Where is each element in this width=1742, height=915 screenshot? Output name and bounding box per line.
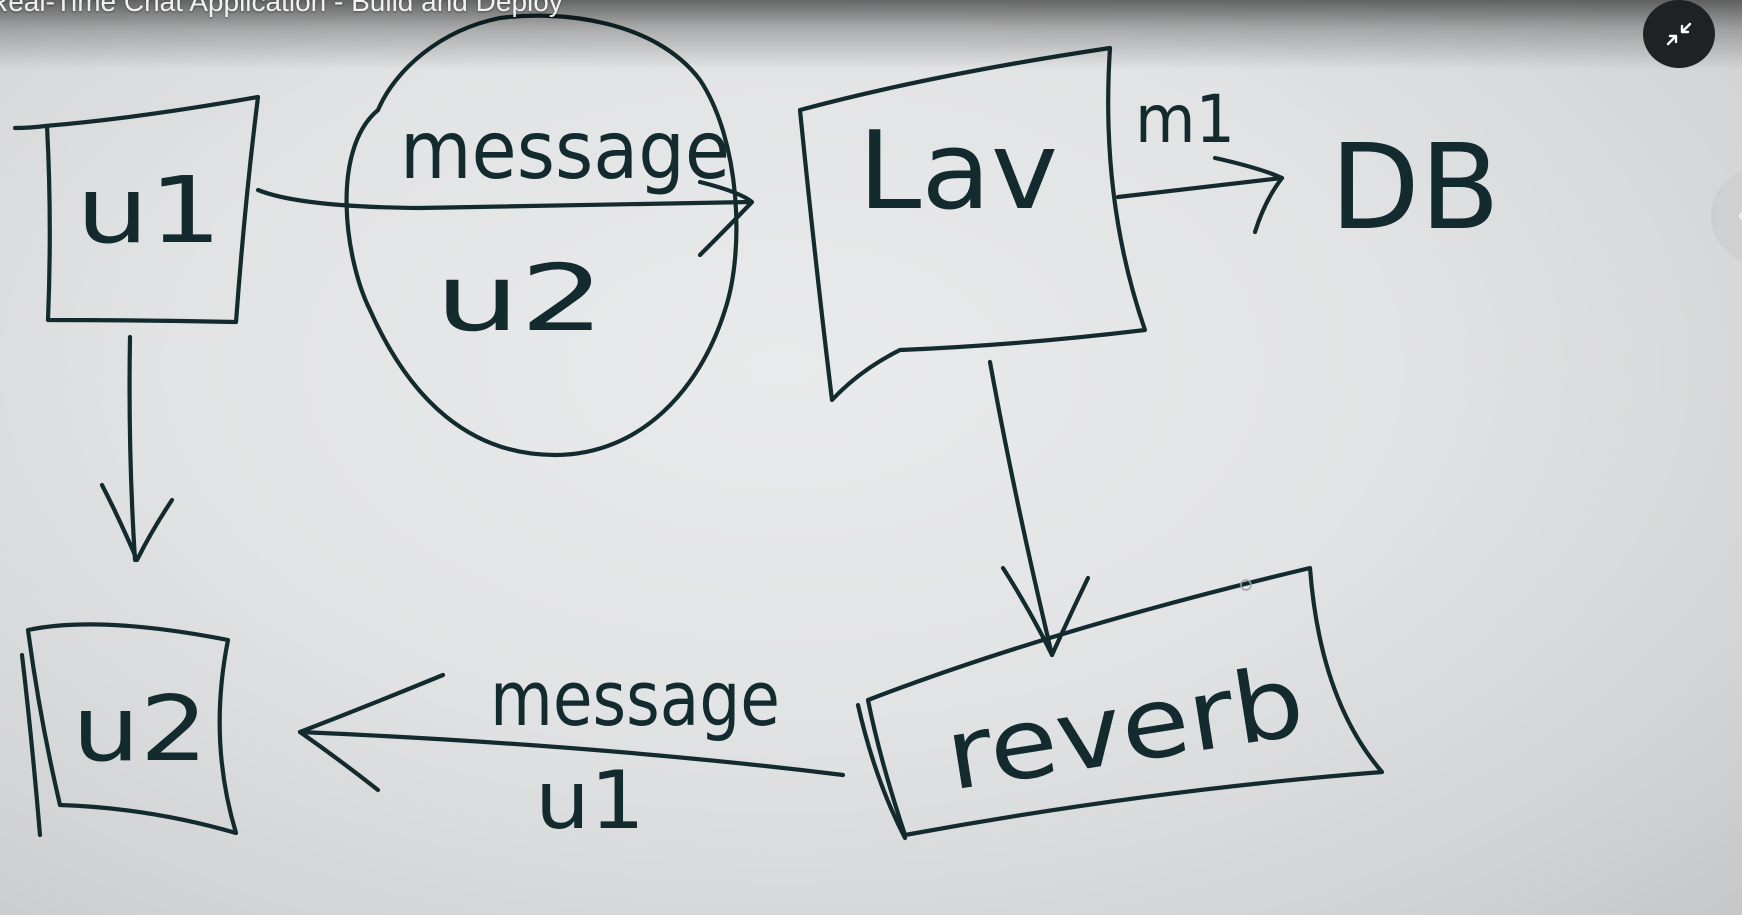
message-bottom-label: message [490, 654, 780, 743]
user2-label: u2 [72, 677, 208, 782]
user2-box-edge [19, 652, 43, 838]
arrow-server-to-db [1115, 175, 1285, 200]
video-title: Real-Time Chat Application - Build and D… [0, 0, 563, 17]
arrow-reverb-to-u2 [297, 729, 846, 778]
message-bubble-circle [344, 13, 739, 458]
reverb-label: reverb [938, 645, 1311, 814]
user1-box [12, 94, 261, 325]
arrow-u1-to-server [255, 187, 753, 211]
exit-fullscreen-button[interactable] [1643, 0, 1715, 68]
reverb-box-edge [855, 702, 908, 841]
server-label: Lav [858, 109, 1058, 234]
message-bottom-user: u1 [535, 754, 645, 847]
arrow-u1-to-server-head [697, 179, 755, 258]
user2-box [25, 622, 239, 836]
exit-fullscreen-icon [1666, 22, 1692, 46]
arrow-server-to-reverb-head [1000, 565, 1091, 658]
message-bubble-label: message [400, 104, 730, 197]
arrow-server-to-reverb [987, 359, 1055, 658]
database-label: DB [1330, 118, 1500, 256]
user1-label: u1 [76, 157, 222, 264]
arrow-server-to-db-head [1212, 155, 1285, 235]
db-message-label: m1 [1135, 81, 1235, 158]
pen-cursor [1240, 579, 1252, 591]
arrow-u1-to-u2 [127, 334, 138, 563]
arrow-reverb-to-u2-head [297, 672, 446, 793]
arrow-u1-to-u2-head [99, 482, 175, 563]
message-bubble-user: u2 [435, 245, 605, 352]
side-handle-grip-icon [1739, 212, 1742, 220]
